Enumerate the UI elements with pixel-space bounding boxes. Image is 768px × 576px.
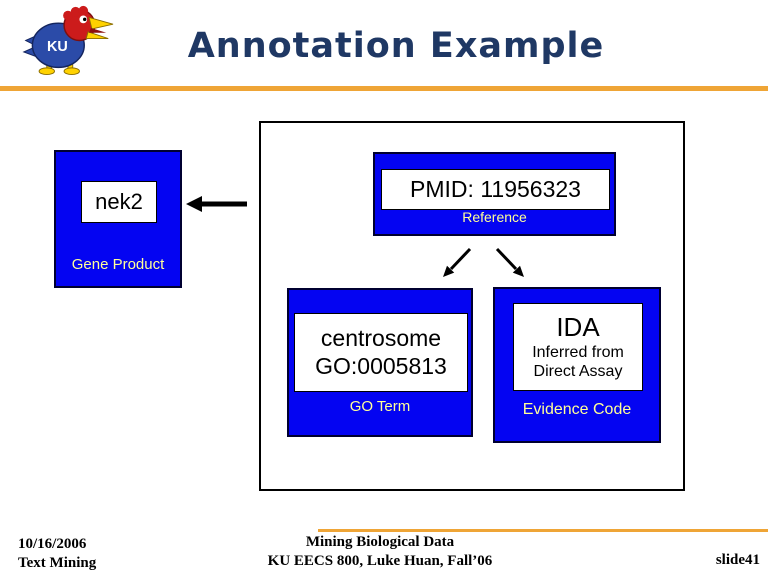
reference-label: Reference: [462, 209, 527, 225]
footer-divider: [318, 529, 768, 532]
arrow-reference-to-gene-product: [186, 196, 247, 212]
slide-number: slide41: [715, 552, 760, 568]
footer-date-course: 10/16/2006 Text Mining: [18, 535, 96, 573]
evidence-code-desc-line1: Inferred from: [532, 343, 624, 361]
reference-value: PMID: 11956323: [381, 169, 610, 210]
logo-ku-text: KU: [47, 39, 68, 55]
title-divider: [0, 86, 768, 91]
footer-course-short: Text Mining: [18, 555, 97, 571]
gene-product-label: Gene Product: [71, 256, 165, 273]
gene-product-box: nek2 Gene Product: [54, 150, 182, 288]
footer-date: 10/16/2006: [18, 536, 87, 552]
footer-center-line2: KU EECS 800, Luke Huan, Fall’06: [267, 553, 493, 569]
go-term-box: centrosome GO:0005813 GO Term: [287, 288, 473, 437]
slide-title: Annotation Example: [187, 26, 605, 66]
go-term-name: centrosome: [320, 324, 442, 351]
go-term-label: GO Term: [349, 398, 411, 415]
go-term-value: centrosome GO:0005813: [294, 313, 468, 392]
ku-jayhawk-logo: KU: [22, 5, 114, 76]
footer-center-line1: Mining Biological Data: [305, 534, 455, 550]
evidence-code-value: IDA Inferred from Direct Assay: [513, 303, 643, 391]
reference-box: PMID: 11956323 Reference: [373, 152, 616, 236]
evidence-code-box: IDA Inferred from Direct Assay Evidence …: [493, 287, 661, 443]
footer-course-info: Mining Biological Data KU EECS 800, Luke…: [180, 533, 580, 571]
go-term-id: GO:0005813: [315, 352, 447, 379]
gene-product-value: nek2: [81, 181, 157, 223]
evidence-code-label: Evidence Code: [522, 401, 632, 418]
evidence-code-desc-line2: Direct Assay: [533, 362, 623, 380]
evidence-code-abbrev: IDA: [556, 311, 600, 342]
